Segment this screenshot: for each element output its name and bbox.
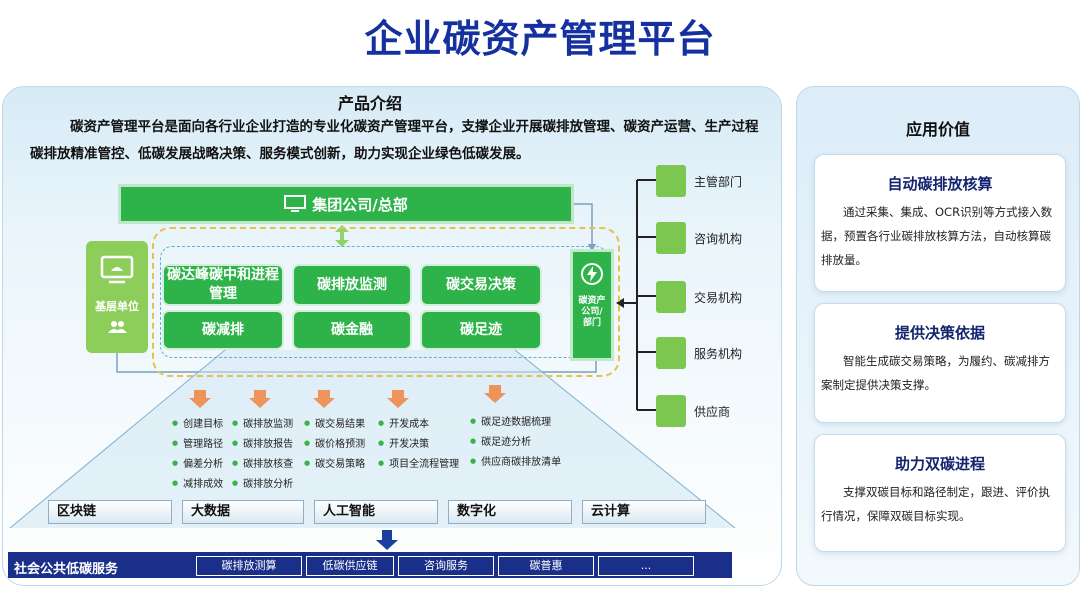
feature-item: 碳排放监测 bbox=[232, 414, 293, 434]
module-trading-decision: 碳交易决策 bbox=[422, 266, 540, 304]
feature-item: 碳排放分析 bbox=[232, 474, 293, 494]
tech-digital: 数字化 bbox=[448, 500, 572, 524]
module-footprint: 碳足迹 bbox=[422, 312, 540, 348]
feature-item: 减排成效 bbox=[172, 474, 223, 494]
feature-item: 碳交易策略 bbox=[304, 454, 365, 474]
module-finance: 碳金融 bbox=[294, 312, 410, 348]
value-card-title: 助力双碳进程 bbox=[894, 455, 985, 473]
value-heading: 应用价值 bbox=[905, 120, 970, 139]
feature-item: 碳交易结果 bbox=[304, 414, 365, 434]
org-service: 服务机构 bbox=[694, 347, 743, 361]
value-card-dual-carbon: 助力双碳进程 支撑双碳目标和路径制定，跟进、评价执行情况，保障双碳目标实现。 bbox=[814, 434, 1066, 552]
feature-item: 碳排放核查 bbox=[232, 454, 293, 474]
org-authority: 主管部门 bbox=[694, 175, 743, 189]
org-exchange: 交易机构 bbox=[694, 291, 743, 305]
module-emission-monitor: 碳排放监测 bbox=[294, 266, 410, 304]
org-box-consulting bbox=[656, 222, 686, 254]
feature-item: 项目全流程管理 bbox=[378, 454, 459, 474]
tech-cloud: 云计算 bbox=[582, 500, 706, 524]
carbon-company-label: 碳资产公司/部门 bbox=[578, 296, 606, 328]
service-more: ... bbox=[598, 556, 694, 576]
users-icon bbox=[108, 321, 127, 333]
module-reduction: 碳减排 bbox=[164, 312, 282, 348]
intro-heading: 产品介绍 bbox=[337, 94, 402, 113]
feature-item: 偏差分析 bbox=[172, 454, 223, 474]
feature-item: 管理路径 bbox=[172, 434, 223, 454]
service-consulting: 咨询服务 bbox=[398, 556, 494, 576]
feature-item: 碳价格预测 bbox=[304, 434, 365, 454]
tech-bigdata: 大数据 bbox=[182, 500, 304, 524]
feature-list-monitor: 碳排放监测 碳排放报告 碳排放核查 碳排放分析 bbox=[232, 414, 293, 494]
org-supplier: 供应商 bbox=[694, 405, 731, 419]
service-emission-calc: 碳排放测算 bbox=[196, 556, 302, 576]
public-service-label: 社会公共低碳服务 bbox=[14, 562, 119, 577]
intro-text: 碳资产管理平台是面向各行业企业打造的专业化碳资产管理平台，支撑企业开展碳排放管理… bbox=[30, 119, 759, 162]
module-peak-neutral: 碳达峰碳中和进程管理 bbox=[164, 266, 282, 304]
org-box-authority bbox=[656, 165, 686, 197]
org-box-supplier bbox=[656, 395, 686, 427]
org-consulting: 咨询机构 bbox=[694, 232, 743, 246]
feature-item: 碳排放报告 bbox=[232, 434, 293, 454]
value-card-accounting: 自动碳排放核算 通过采集、集成、OCR识别等方式接入数据，预置各行业碳排放核算方… bbox=[814, 154, 1066, 292]
base-unit-label: 基层单位 bbox=[95, 300, 139, 313]
feature-item: 开发决策 bbox=[378, 434, 459, 454]
value-card-desc: 支撑双碳目标和路径制定，跟进、评价执行情况，保障双碳目标实现。 bbox=[821, 485, 1050, 523]
lightning-icon bbox=[581, 263, 603, 285]
feature-list-footprint: 碳足迹数据梳理 碳足迹分析 供应商碳排放清单 bbox=[470, 412, 561, 472]
feature-item: 开发成本 bbox=[378, 414, 459, 434]
feature-item: 碳足迹数据梳理 bbox=[470, 412, 561, 432]
feature-list-peak: 创建目标 管理路径 偏差分析 减排成效 bbox=[172, 414, 223, 494]
feature-list-trading: 碳交易结果 碳价格预测 碳交易策略 bbox=[304, 414, 365, 474]
value-card-title: 自动碳排放核算 bbox=[887, 175, 993, 193]
group-company-label: 集团公司/总部 bbox=[312, 195, 408, 214]
monitor-icon bbox=[284, 195, 307, 212]
tech-ai: 人工智能 bbox=[314, 500, 438, 524]
feature-item: 碳足迹分析 bbox=[470, 432, 561, 452]
org-box-service bbox=[656, 337, 686, 369]
value-card-decision: 提供决策依据 智能生成碳交易策略，为履约、碳减排方案制定提供决策支撑。 bbox=[814, 303, 1066, 423]
feature-item: 创建目标 bbox=[172, 414, 223, 434]
carbon-company-box: 碳资产公司/部门 bbox=[570, 249, 614, 361]
value-card-desc: 智能生成碳交易策略，为履约、碳减排方案制定提供决策支撑。 bbox=[821, 354, 1050, 392]
base-unit-box: 基层单位 bbox=[86, 241, 148, 353]
org-box-exchange bbox=[656, 281, 686, 313]
value-card-desc: 通过采集、集成、OCR识别等方式接入数据，预置各行业碳排放核算方法，自动核算碳排… bbox=[821, 205, 1053, 267]
value-card-title: 提供决策依据 bbox=[894, 324, 985, 342]
page-title: 企业碳资产管理平台 bbox=[364, 17, 716, 61]
service-supply-chain: 低碳供应链 bbox=[306, 556, 394, 576]
tech-blockchain: 区块链 bbox=[48, 500, 172, 524]
group-company-box: 集团公司/总部 bbox=[118, 184, 574, 224]
feature-item: 供应商碳排放清单 bbox=[470, 452, 561, 472]
feature-list-reduction: 开发成本 开发决策 项目全流程管理 bbox=[378, 414, 459, 474]
service-inclusive: 碳普惠 bbox=[498, 556, 594, 576]
module-frame bbox=[152, 227, 620, 377]
computer-icon bbox=[100, 255, 134, 284]
